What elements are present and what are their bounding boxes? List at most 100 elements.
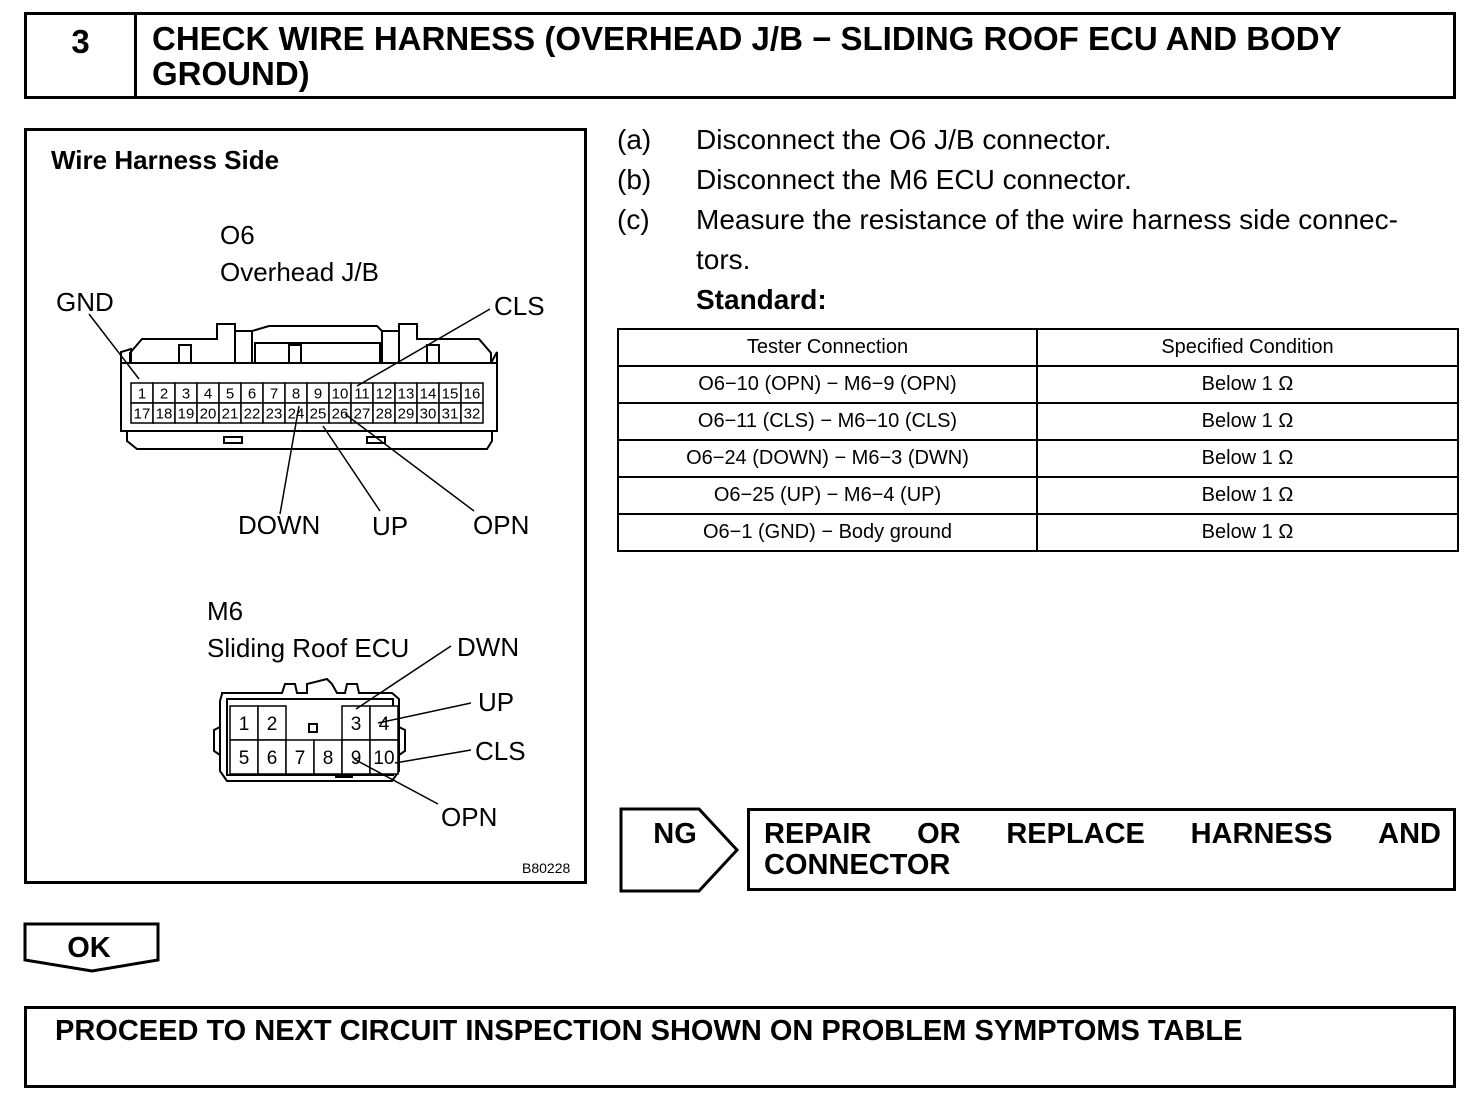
o6-connector-code: O6 [220,220,255,250]
ng-line2: CONNECTOR [764,849,951,881]
pin-number: 9 [314,385,322,402]
step-a-letter: (a) [617,124,652,155]
pin-number: 18 [156,405,173,422]
table-row: O6−25 (UP) − M6−4 (UP) Below 1 Ω [617,476,1459,515]
figure-id: B80228 [522,860,571,876]
ng-action-box: REPAIR OR REPLACE HARNESS AND CONNECTOR [747,808,1456,891]
connector-diagram: 1172183194205216227238249251026112712281… [88,308,498,805]
pin-number: 30 [420,405,437,422]
step-a-text: Disconnect the O6 J/B connector. [696,124,1112,155]
ng-tag-label: NG [653,818,697,850]
step-c-text-continued: tors. [696,244,751,275]
pin-number: 1 [138,385,146,402]
ok-arrow-tag: OK [23,922,160,973]
table-cell: O6−1 (GND) − Body ground [617,513,1038,552]
pin-number: 19 [178,405,195,422]
pin-number: 7 [270,385,278,402]
m6-dwn-label: DWN [457,632,520,662]
table-row: O6−1 (GND) − Body ground Below 1 Ω [617,513,1459,552]
ng-word: REPAIR [764,818,872,850]
step-c-text: Measure the resistance of the wire harne… [696,204,1398,235]
o6-down-label: DOWN [238,510,321,540]
pin-number: 17 [134,405,151,422]
pin-number: 9 [351,748,362,769]
pin-cell [369,705,399,741]
step-number: 3 [27,15,137,96]
next-step-box: PROCEED TO NEXT CIRCUIT INSPECTION SHOWN… [24,1006,1456,1088]
table-cell: O6−10 (OPN) − M6−9 (OPN) [617,365,1038,404]
pin-number: 8 [323,748,334,769]
table-cell: Below 1 Ω [1036,365,1459,404]
pin-number: 4 [379,714,390,735]
pin-number: 32 [464,405,481,422]
pin-number: 15 [442,385,459,402]
pin-number: 31 [442,405,459,422]
pin-number: 4 [204,385,212,402]
pin-number: 27 [354,405,371,422]
pin-number: 10 [373,748,394,769]
pin-number: 1 [239,714,250,735]
pin-number: 6 [267,748,278,769]
pin-number: 24 [288,405,305,422]
ng-action-text: REPAIR OR REPLACE HARNESS AND CONNECTOR [764,819,1441,881]
table-cell: Below 1 Ω [1036,402,1459,441]
table-cell: Below 1 Ω [1036,513,1459,552]
pin-number: 20 [200,405,217,422]
ng-arrow-tag: NG [619,807,740,893]
pin-number: 6 [248,385,256,402]
standard-label: Standard: [696,284,827,315]
m6-up-label: UP [478,687,515,717]
table-cell: O6−24 (DOWN) − M6−3 (DWN) [617,439,1038,478]
table-row: O6−10 (OPN) − M6−9 (OPN) Below 1 Ω [617,365,1459,404]
table-row: O6−11 (CLS) − M6−10 (CLS) Below 1 Ω [617,402,1459,441]
o6-cls-label: CLS [494,291,545,321]
pin-number: 10 [332,385,349,402]
m6-connector-name: Sliding Roof ECU [207,633,410,663]
o6-pin-grid: 1172183194205216227238249251026112712281… [130,382,484,424]
o6-connector-outline [120,323,498,450]
ng-word: REPLACE [1006,818,1145,850]
ok-tag-label: OK [67,932,111,964]
ng-word: HARNESS [1190,818,1333,850]
next-step-text: PROCEED TO NEXT CIRCUIT INSPECTION SHOWN… [55,1015,1243,1047]
table-cell: O6−25 (UP) − M6−4 (UP) [617,476,1038,515]
pin-cell [313,739,343,775]
pin-cell [229,705,259,741]
step-title: CHECK WIRE HARNESS (OVERHEAD J/B − SLIDI… [152,20,1342,92]
table-row: O6−24 (DOWN) − M6−3 (DWN) Below 1 Ω [617,439,1459,478]
pin-number: 26 [332,405,349,422]
spec-table: Tester Connection Specified Condition O6… [617,328,1459,552]
o6-gnd-label: GND [56,287,114,317]
step-header: 3 CHECK WIRE HARNESS (OVERHEAD J/B − SLI… [24,12,1456,99]
table-cell: Below 1 Ω [1036,476,1459,515]
pin-cell [460,402,484,424]
table-header: Specified Condition [1036,328,1459,367]
table-cell: Below 1 Ω [1036,439,1459,478]
pin-number: 25 [310,405,327,422]
o6-opn-label: OPN [473,510,530,540]
o6-connector-name: Overhead J/B [220,257,379,287]
step-c-letter: (c) [617,204,650,235]
pin-cell [257,705,287,741]
figure-caption: Wire Harness Side [51,145,280,175]
step-b-text: Disconnect the M6 ECU connector. [696,164,1132,195]
pin-number: 2 [267,714,278,735]
ng-word: AND [1378,818,1441,850]
pin-number: 7 [295,748,306,769]
pin-number: 13 [398,385,415,402]
table-header: Tester Connection [617,328,1038,367]
m6-cls-label: CLS [475,736,526,766]
leader-lines [88,308,491,805]
pin-number: 14 [420,385,437,402]
pin-number: 8 [292,385,300,402]
pin-number: 3 [182,385,190,402]
pin-cell [285,739,315,775]
pin-number: 3 [351,714,362,735]
pin-number: 23 [266,405,283,422]
pin-number: 5 [226,385,234,402]
pin-number: 11 [354,385,370,402]
pin-number: 16 [464,385,481,402]
ng-word: OR [917,818,961,850]
